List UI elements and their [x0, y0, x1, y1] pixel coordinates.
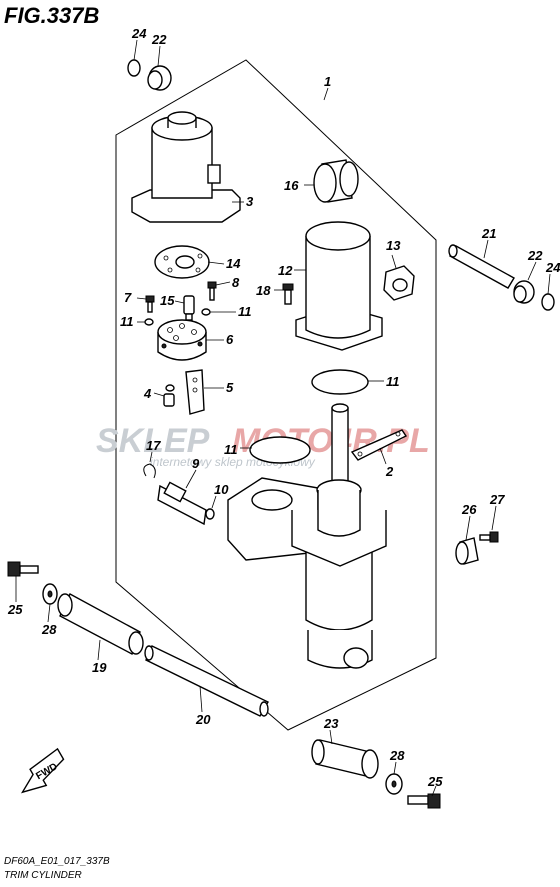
assembly-outline	[115, 59, 437, 731]
o-ring-11-b	[201, 308, 211, 316]
pin-20	[144, 645, 269, 717]
callout-11-d: 11	[224, 442, 238, 457]
trim-cylinder-body	[227, 403, 387, 669]
washer-28-right	[385, 773, 403, 795]
callouts: 24 22 1 3 14 8 7 15 11 11 6 5 4 16 12 13…	[7, 26, 560, 789]
callout-11-a: 11	[120, 314, 134, 329]
bracket-2	[350, 429, 408, 461]
sleeve-19	[57, 593, 144, 655]
callout-28-left: 28	[41, 622, 57, 637]
callout-11-c: 11	[386, 374, 400, 389]
bolt-27	[479, 531, 499, 543]
callout-15: 15	[160, 293, 175, 308]
callout-8: 8	[232, 275, 240, 290]
trim-motor-3	[131, 111, 241, 223]
callout-6: 6	[226, 332, 234, 347]
washer-28-left	[42, 583, 58, 605]
o-ring-11-a	[144, 318, 154, 326]
callout-19: 19	[92, 660, 107, 675]
figure-title: FIG.337B	[4, 3, 99, 28]
watermark-left: SKLEP	[96, 422, 210, 460]
callout-13: 13	[386, 238, 401, 253]
reservoir-12	[295, 221, 383, 351]
bushing-26	[455, 537, 479, 565]
callout-17: 17	[146, 438, 161, 453]
callout-1: 1	[324, 74, 331, 89]
o-ring-24-right	[541, 293, 555, 311]
bushing-22-right	[513, 280, 535, 304]
poppet-4	[163, 384, 175, 407]
callout-22-top: 22	[151, 32, 167, 47]
callout-27: 27	[489, 492, 505, 507]
callout-24-right: 24	[545, 260, 560, 275]
o-ring-24-top	[127, 59, 141, 77]
callout-14: 14	[226, 256, 241, 271]
figure-name: TRIM CYLINDER	[4, 870, 82, 881]
valve-15	[183, 295, 195, 321]
callout-25-left: 25	[7, 602, 23, 617]
fwd-arrow-icon: FWD	[20, 747, 65, 794]
bushing-22-top	[147, 65, 172, 91]
callout-3: 3	[246, 194, 254, 209]
bolt-18	[282, 283, 294, 305]
pump-body-6	[157, 319, 207, 361]
fitting-13	[383, 265, 415, 301]
callout-22-right: 22	[527, 248, 543, 263]
valve-body-5	[185, 369, 205, 415]
bolt-7	[145, 295, 155, 313]
callout-7: 7	[124, 290, 132, 305]
callout-23: 23	[323, 716, 339, 731]
callout-9: 9	[192, 456, 200, 471]
callout-20: 20	[195, 712, 211, 727]
callout-18: 18	[256, 283, 271, 298]
callout-2: 2	[385, 464, 394, 479]
bushing-16	[313, 159, 359, 203]
bolt-25-right	[407, 793, 441, 809]
callout-25-right: 25	[427, 774, 443, 789]
callout-24-top: 24	[131, 26, 147, 41]
callout-5: 5	[226, 380, 234, 395]
o-ring-10	[205, 508, 215, 520]
callout-4: 4	[143, 386, 152, 401]
manual-valve-9	[157, 481, 207, 526]
bolt-8	[207, 281, 217, 301]
callout-21: 21	[481, 226, 496, 241]
leader-lines	[15, 39, 551, 797]
o-ring-11-c	[311, 369, 369, 395]
bolt-25-left	[7, 561, 39, 577]
shaft-21	[448, 244, 515, 289]
valve-plate-14	[154, 245, 210, 279]
callout-28-right: 28	[389, 748, 405, 763]
callout-10: 10	[214, 482, 229, 497]
bushing-23	[311, 739, 379, 779]
figure-code: DF60A_E01_017_337B	[4, 856, 110, 867]
callout-11-b: 11	[238, 304, 252, 319]
callout-26: 26	[461, 502, 477, 517]
circlip-17	[143, 463, 156, 479]
callout-12: 12	[278, 263, 293, 278]
callout-16: 16	[284, 178, 299, 193]
o-ring-11-d	[249, 436, 311, 464]
